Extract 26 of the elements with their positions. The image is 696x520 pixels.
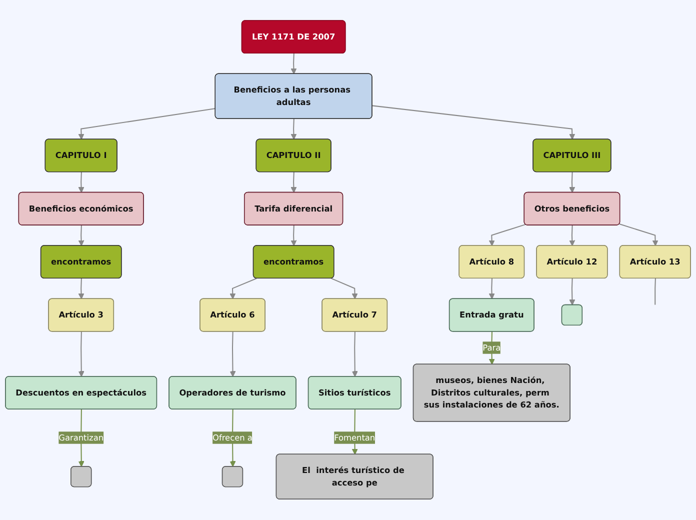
- arrow: [78, 226, 84, 246]
- arrow: [372, 105, 576, 140]
- arrow: [569, 226, 576, 246]
- arrow: [230, 278, 257, 300]
- edge-label: Garantizan: [58, 433, 104, 443]
- arrow: [569, 172, 576, 194]
- arrow: [78, 278, 84, 300]
- arrow: [569, 278, 576, 306]
- arrow: [488, 278, 495, 300]
- arrow: [78, 108, 216, 140]
- connector: [654, 278, 656, 305]
- edge-label: Para: [482, 343, 501, 353]
- arrow: [619, 224, 658, 246]
- arrow: [290, 226, 297, 246]
- arrow: [488, 224, 526, 246]
- edge-label: Fomentan: [334, 433, 376, 443]
- arrow: [488, 332, 495, 365]
- arrow: [352, 332, 358, 378]
- arrow: [78, 332, 84, 378]
- edge-label: Ofrecen a: [212, 433, 252, 443]
- arrow: [78, 172, 84, 194]
- arrow: [230, 332, 236, 378]
- arrow: [290, 54, 297, 74]
- arrow: [290, 119, 297, 140]
- arrow: [331, 278, 358, 300]
- arrow: [290, 172, 297, 194]
